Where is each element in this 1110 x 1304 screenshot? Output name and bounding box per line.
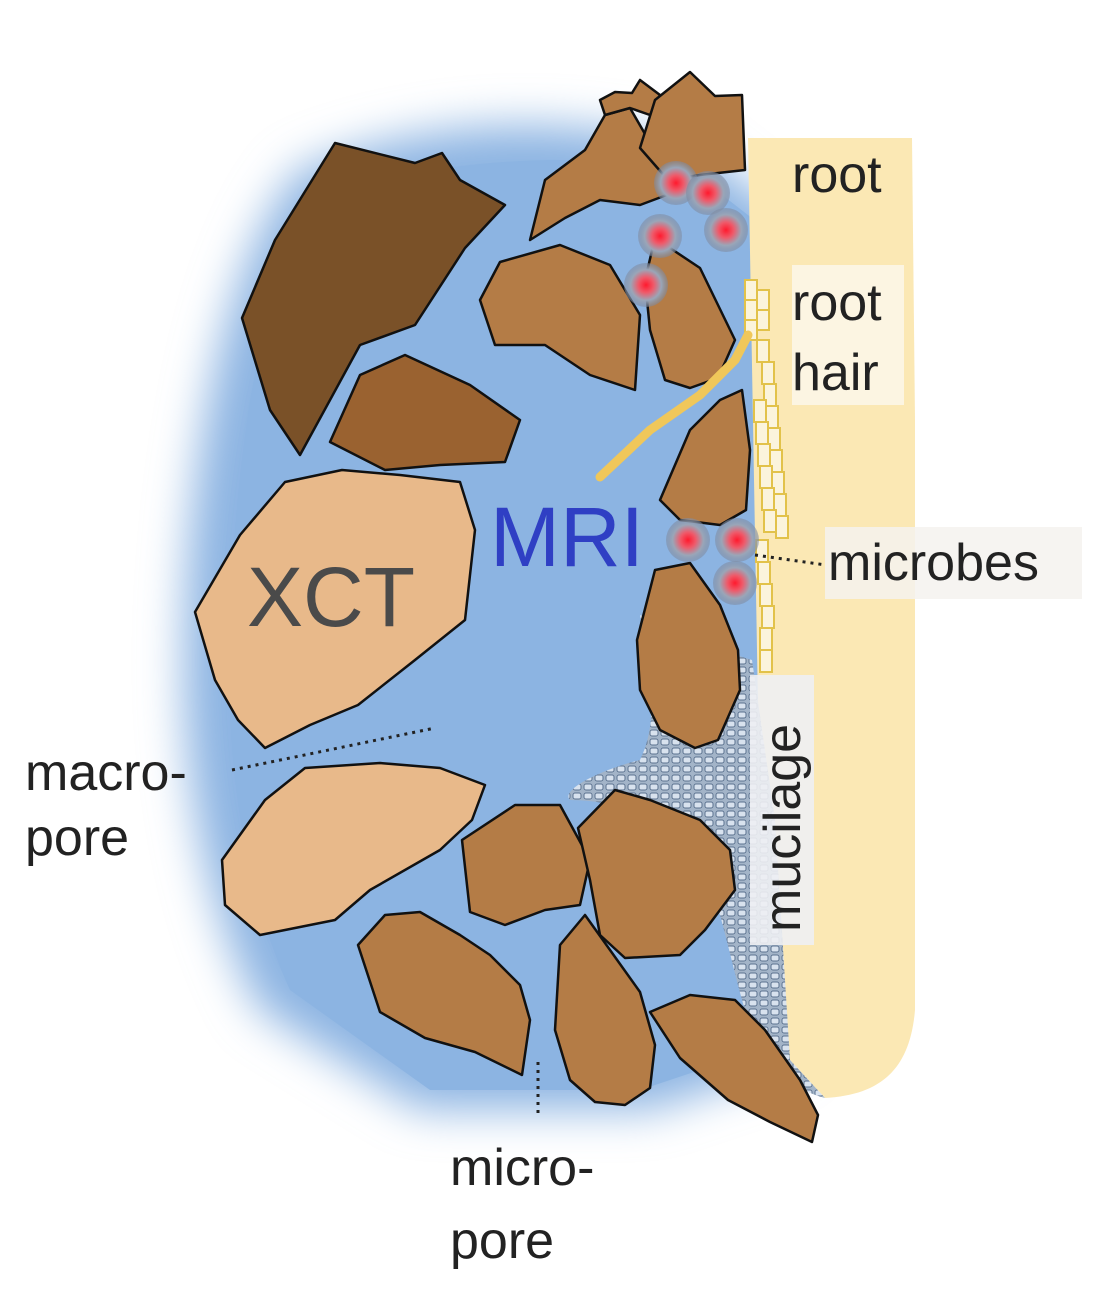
microbe xyxy=(715,518,759,562)
root-hair-label-bg xyxy=(792,265,904,405)
soil-grain xyxy=(240,141,507,457)
microbe xyxy=(624,263,668,307)
soil-grain xyxy=(478,243,642,392)
soil-grain xyxy=(220,761,487,937)
mucilage-label-bg xyxy=(750,675,814,945)
root-label: root xyxy=(792,146,882,204)
soil-grain xyxy=(598,78,662,117)
root-hair-label-line2: hair xyxy=(792,344,879,402)
root-hair-cells xyxy=(744,279,789,673)
xct-label: XCT xyxy=(247,550,415,644)
soil-grain xyxy=(576,788,737,960)
soil-grain xyxy=(648,993,820,1144)
soil-grain xyxy=(460,803,592,927)
macropore-label-line1: macro- xyxy=(25,744,187,802)
root-hair-strand xyxy=(595,330,753,482)
leader-lines xyxy=(231,553,827,1118)
microbes-label-bg xyxy=(825,527,1082,599)
soil-grain xyxy=(553,913,657,1107)
microbe xyxy=(666,518,710,562)
microbes-label: microbes xyxy=(828,534,1039,592)
soil-grain xyxy=(635,561,742,750)
microbe xyxy=(638,214,682,258)
microbe xyxy=(704,208,748,252)
macropore-label-line2: pore xyxy=(25,809,129,867)
soil-grain xyxy=(193,468,477,750)
microbe xyxy=(686,171,730,215)
macropore-leader-line xyxy=(231,726,436,772)
soil-grain xyxy=(356,910,532,1077)
root-hair-label-line1: root xyxy=(792,274,882,332)
soil-grains xyxy=(193,70,820,1144)
mucilage-label: mucilage xyxy=(754,724,812,932)
soil-grain xyxy=(328,353,522,472)
micropore-label-line1: micro- xyxy=(450,1139,594,1197)
microbe xyxy=(713,561,757,605)
microbes xyxy=(624,161,759,605)
micropore-label-line2: pore xyxy=(450,1212,554,1270)
mri-label: MRI xyxy=(490,490,644,584)
soil-grain xyxy=(638,70,747,182)
